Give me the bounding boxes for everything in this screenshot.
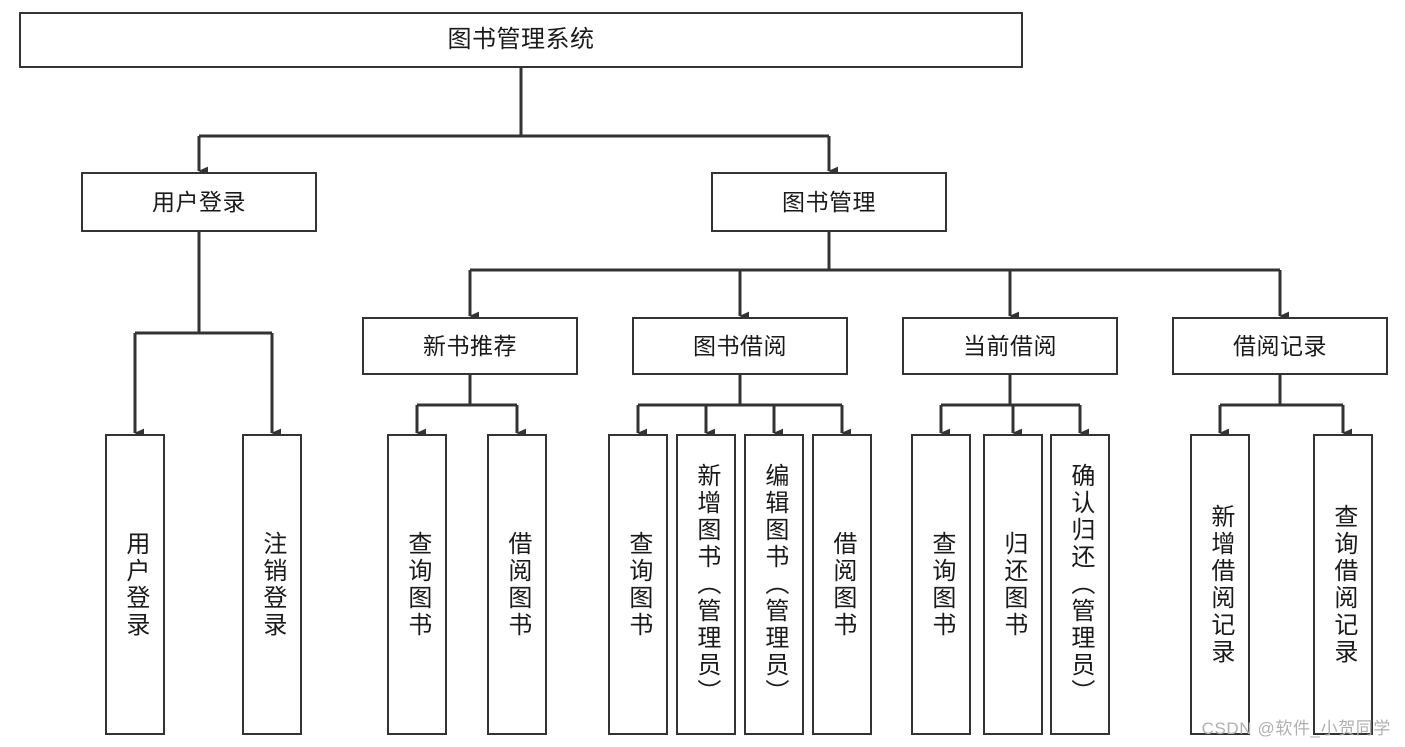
node-label-book-manage: 图书管理	[782, 188, 876, 215]
node-leaf-edit-book[interactable]: 编辑图书（管理员）	[744, 434, 804, 735]
node-label-leaf-user-login: 用户登录	[121, 530, 149, 639]
node-book-borrow[interactable]: 图书借阅	[632, 317, 848, 375]
node-leaf-add-book[interactable]: 新增图书（管理员）	[676, 434, 736, 735]
node-label-current-borrow: 当前借阅	[963, 332, 1057, 359]
node-label-leaf-query-book-borrow: 查询图书	[624, 530, 652, 639]
node-leaf-query-book-borrow[interactable]: 查询图书	[608, 434, 668, 735]
node-leaf-logout-login[interactable]: 注销登录	[242, 434, 302, 735]
node-label-book-borrow: 图书借阅	[693, 332, 787, 359]
node-user-login[interactable]: 用户登录	[81, 172, 317, 232]
node-label-leaf-query-record: 查询借阅记录	[1329, 503, 1357, 666]
node-book-manage[interactable]: 图书管理	[711, 172, 947, 232]
node-leaf-user-login[interactable]: 用户登录	[105, 434, 165, 735]
node-root[interactable]: 图书管理系统	[19, 12, 1023, 68]
node-label-leaf-borrow-book: 借阅图书	[828, 530, 856, 639]
node-label-leaf-query-book-rec: 查询图书	[403, 530, 431, 639]
node-label-leaf-logout-login: 注销登录	[258, 530, 286, 639]
node-leaf-borrow-book-rec[interactable]: 借阅图书	[487, 434, 547, 735]
node-label-borrow-record: 借阅记录	[1233, 332, 1327, 359]
node-leaf-return-book[interactable]: 归还图书	[983, 434, 1043, 735]
node-leaf-query-record[interactable]: 查询借阅记录	[1313, 434, 1373, 735]
node-leaf-add-record[interactable]: 新增借阅记录	[1190, 434, 1250, 735]
node-label-leaf-return-book: 归还图书	[999, 530, 1027, 639]
node-label-leaf-borrow-book-rec: 借阅图书	[503, 530, 531, 639]
node-label-user-login: 用户登录	[152, 188, 246, 215]
node-label-leaf-query-book-current: 查询图书	[927, 530, 955, 639]
node-leaf-borrow-book[interactable]: 借阅图书	[812, 434, 872, 735]
node-label-leaf-add-record: 新增借阅记录	[1206, 503, 1234, 666]
node-label-leaf-edit-book: 编辑图书（管理员）	[760, 463, 788, 706]
node-borrow-record[interactable]: 借阅记录	[1172, 317, 1388, 375]
node-label-leaf-add-book: 新增图书（管理员）	[692, 463, 720, 706]
node-label-new-book-rec: 新书推荐	[423, 332, 517, 359]
node-leaf-query-book-rec[interactable]: 查询图书	[387, 434, 447, 735]
node-leaf-query-book-current[interactable]: 查询图书	[911, 434, 971, 735]
node-current-borrow[interactable]: 当前借阅	[902, 317, 1118, 375]
node-new-book-rec[interactable]: 新书推荐	[362, 317, 578, 375]
node-leaf-confirm-return[interactable]: 确认归还（管理员）	[1050, 434, 1110, 735]
node-label-root: 图书管理系统	[447, 26, 595, 54]
node-label-leaf-confirm-return: 确认归还（管理员）	[1066, 463, 1094, 706]
